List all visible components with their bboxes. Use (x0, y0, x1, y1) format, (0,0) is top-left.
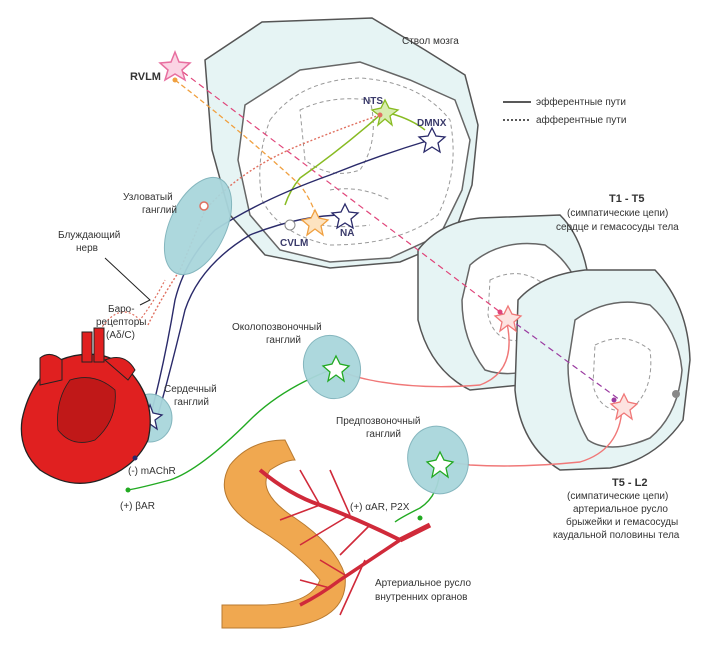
dmnx-neuron-icon (417, 126, 447, 154)
nodose-ganglion (163, 176, 233, 276)
arterial-label-2: внутренних органов (375, 592, 467, 603)
t1t5-title: T1 - T5 (609, 193, 644, 205)
legend: эфферентные пути афферентные пути (503, 96, 626, 126)
baro-label-2: рецепторы (96, 317, 147, 328)
paravert-label-1: Околопозвоночный (232, 322, 322, 333)
prevertebral-ganglion (407, 425, 469, 495)
nodose-label-1: Узловатый (123, 192, 173, 203)
t5l2-sub4: каудальной половины тела (553, 530, 680, 541)
brainstem-label: Ствол мозга (402, 36, 459, 47)
vagus-label-1: Блуждающий (58, 230, 120, 241)
machr-label: (-) mAChR (128, 466, 176, 477)
rvlm-cvlm-pathway (174, 79, 319, 226)
cardiac-label-2: ганглий (174, 397, 209, 408)
dmnx-label: DMNX (417, 118, 447, 129)
paravert-label-2: ганглий (266, 335, 301, 346)
mesenteric-artery-lower (299, 538, 401, 607)
nts-cvlm-pathway (284, 114, 381, 206)
arterial-label-1: Артериальное русло (375, 578, 472, 589)
prevert-label-1: Предпозвоночный (336, 416, 421, 427)
baroreceptor-afferent (147, 114, 381, 326)
nts-label: NTS (363, 96, 383, 107)
nodose-label-2: ганглий (142, 205, 177, 216)
rvlm-spinal-pathway (174, 65, 501, 313)
prevert-label-2: ганглий (366, 429, 401, 440)
spinal-neuron-t5l2-icon (609, 392, 639, 421)
t5l2-sub1: (симпатические цепи) (567, 491, 668, 502)
t5l2-sub3: брыжейки и гемасосуды (566, 516, 678, 528)
spinal-section-t5l2 (514, 269, 691, 471)
legend-afferent: афферентные пути (536, 114, 626, 126)
cvlm-label: CVLM (280, 238, 308, 249)
baro-label-1: Баро- (108, 304, 135, 315)
vagus-pointer (104, 257, 151, 306)
mesenteric-artery (258, 468, 401, 542)
bar-label: (+) βAR (120, 501, 155, 512)
legend-efferent: эфферентные пути (536, 96, 626, 108)
rvlm-star-icon (158, 49, 192, 83)
t1t5-sub1: (симпатические цепи) (567, 208, 668, 219)
t5l2-sub2: артериальное русло (573, 504, 668, 515)
brainstem-section: Ствол мозга (204, 17, 479, 269)
heart-illustration (20, 327, 151, 493)
vagal-efferent-na (157, 214, 346, 416)
alpha-label: (+) αAR, P2X (350, 502, 410, 513)
paravertebral-ganglion (303, 334, 361, 400)
central-canal (672, 390, 680, 398)
nts-neuron-icon (370, 98, 400, 127)
baroreceptor-branch (99, 279, 166, 331)
rvlm-label: RVLM (130, 71, 161, 83)
vagus-label-2: нерв (76, 243, 98, 254)
na-neuron-icon (330, 202, 360, 230)
paravertebral-heart-pathway (127, 369, 331, 491)
t1t5-sub2: сердце и гемасосуды тела (556, 222, 679, 233)
na-label: NA (340, 228, 354, 239)
gut-illustration (221, 439, 432, 629)
spinal-descending-pathway (499, 311, 621, 401)
brainstem-nuclei: RVLM NTS DMNX CVLM NA (130, 49, 447, 249)
cardiac-label-1: Сердечный (164, 384, 217, 395)
baro-label-3: (Aδ/C) (106, 330, 135, 341)
cvlm-neuron-icon (284, 208, 330, 237)
t5l2-title: T5 - L2 (612, 477, 647, 489)
spinal-neuron-t1t5-icon (493, 304, 523, 333)
